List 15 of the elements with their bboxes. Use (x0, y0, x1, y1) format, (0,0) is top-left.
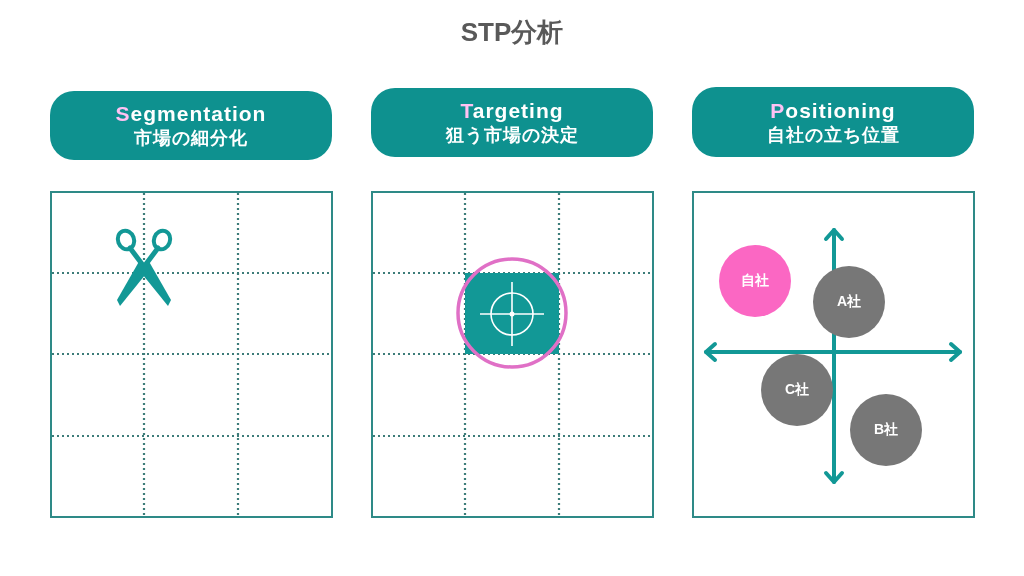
panel (692, 191, 975, 518)
header-title: Targeting (460, 98, 564, 123)
header-banner (692, 87, 974, 157)
header-subtitle: 市場の細分化 (134, 127, 248, 150)
circle: 自社 (719, 245, 791, 317)
header-subtitle: 自社の立ち位置 (766, 123, 900, 147)
header-title: Positioning (770, 97, 896, 123)
header-subtitle: 狙う市場の決定 (445, 124, 579, 147)
title: STP分析 (460, 17, 564, 47)
circle: A社 (813, 266, 885, 338)
header-title: Segmentation (115, 101, 267, 126)
circle: C社 (761, 354, 833, 426)
circle: B社 (850, 394, 922, 466)
header-banner (50, 91, 332, 160)
header-banner (371, 88, 653, 157)
